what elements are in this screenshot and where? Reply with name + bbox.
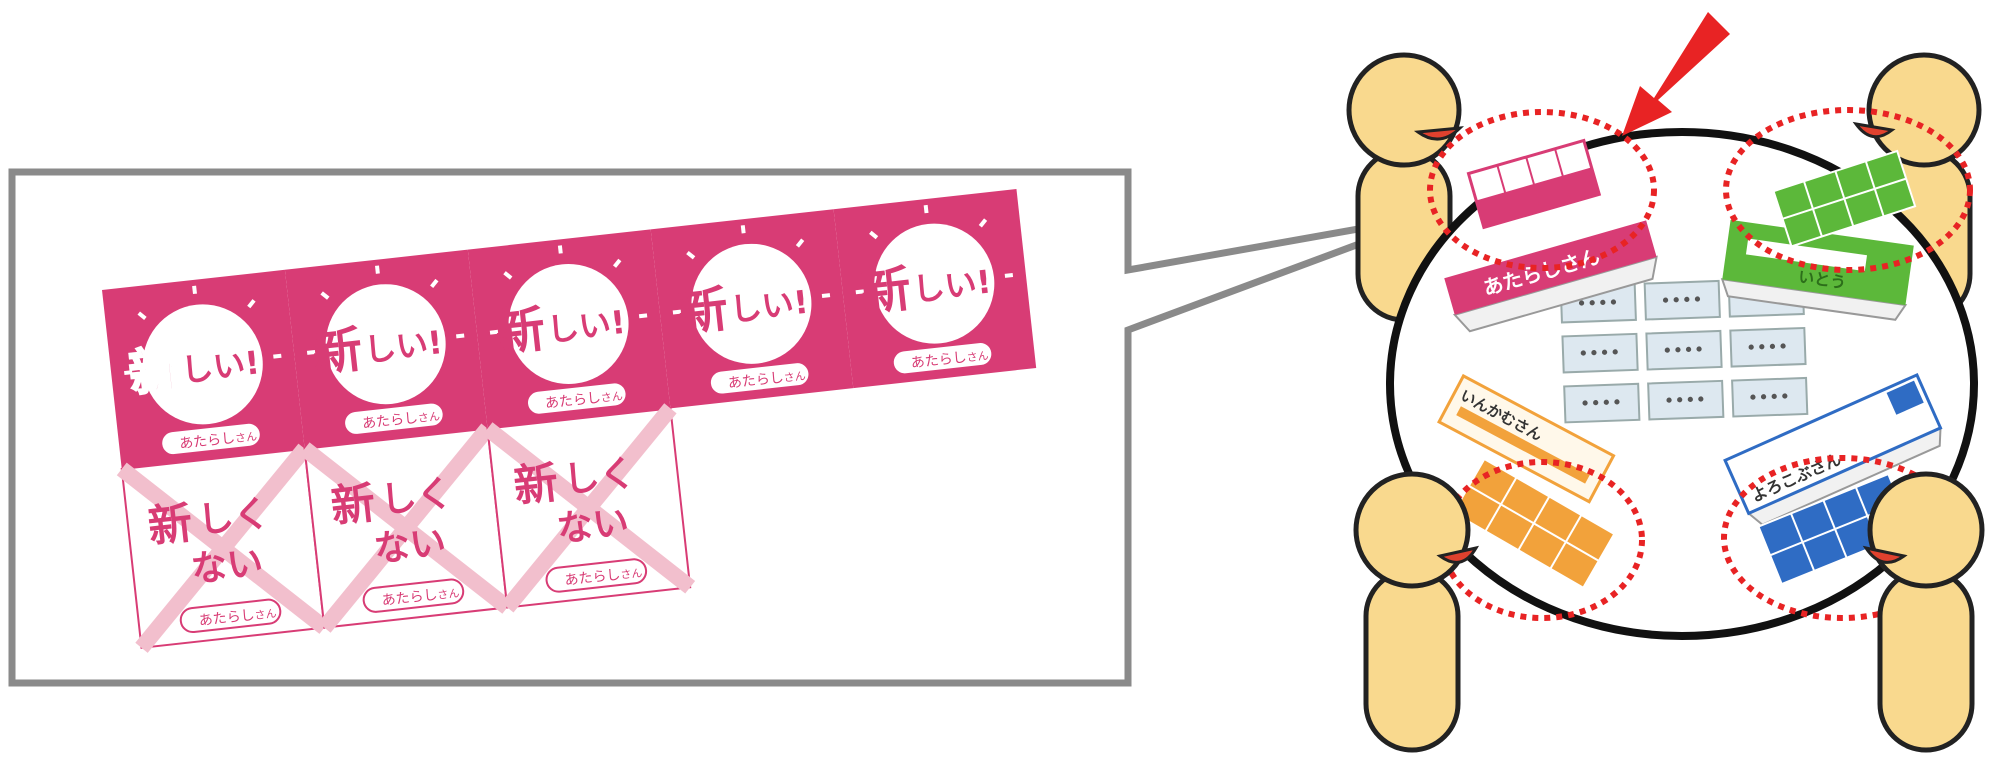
center-card [1729, 326, 1807, 368]
highlight-circle [1427, 109, 1657, 271]
new-headline-kana: しい! [179, 343, 261, 389]
center-card-text: •••• [1746, 337, 1789, 359]
old-line2: ない [555, 502, 631, 551]
new-card: 新 しい! あたらしさん [650, 209, 854, 409]
center-card [1731, 376, 1809, 418]
new-headline-kanji: 新 [126, 340, 182, 403]
green-placard: いとう [1720, 219, 1914, 321]
highlight-circle [1723, 107, 1973, 273]
old-card: 新 しく ない あたらしさん [116, 443, 330, 653]
center-card-text: •••• [1578, 342, 1621, 364]
old-line1-kana: しく [561, 453, 637, 502]
old-card-name: あたらしさん [198, 605, 277, 629]
center-card-text: •••• [1660, 290, 1703, 312]
new-card-name: あたらしさん [361, 408, 440, 432]
magenta-mini-cards [1466, 138, 1602, 230]
new-card: 新 しい! あたらしさん [102, 269, 305, 469]
new-card: 新 しい! あたらしさん [284, 249, 488, 449]
new-headline-kana: しい! [545, 303, 627, 349]
new-card: 新 しい! あたらしさん [833, 189, 1037, 389]
orange-mini-cards [1452, 457, 1616, 590]
old-card-name: あたらしさん [381, 585, 460, 609]
person-icon [1353, 471, 1480, 753]
new-headline-kanji: 新 [858, 259, 914, 322]
new-card-name: あたらしさん [179, 428, 258, 452]
center-card [1563, 382, 1641, 424]
new-headline-kanji: 新 [309, 320, 365, 383]
person-icon [1346, 52, 1465, 323]
center-card [1647, 379, 1725, 421]
new-card-name: あたらしさん [727, 367, 806, 391]
center-card-text: •••• [1663, 389, 1706, 411]
center-card-text: •••• [1747, 387, 1790, 409]
new-headline-kana: しい! [362, 323, 444, 369]
center-card [1645, 329, 1723, 371]
red-arrow-icon [1622, 12, 1730, 136]
center-card-text: •••• [1579, 392, 1622, 414]
new-headline-kanji: 新 [675, 280, 731, 343]
old-line2: ない [189, 542, 265, 591]
person-icon [1862, 471, 1985, 753]
new-headline-kana: しい! [728, 283, 810, 329]
old-line1-kanji: 新 [328, 477, 377, 533]
center-card [1561, 332, 1639, 374]
blue-placard: よろこぶさん [1723, 372, 1943, 526]
new-card-name: あたらしさん [544, 388, 623, 412]
center-card-text: •••• [1662, 340, 1705, 362]
new-headline-kana: しい! [911, 263, 993, 309]
old-line1-kanji: 新 [511, 457, 560, 513]
new-card: 新 しい! あたらしさん [467, 229, 671, 429]
card-strip: 新 しい! あたらしさん 新 しい! あたらしさん [102, 189, 1037, 653]
old-line1-kana: しく [379, 473, 455, 522]
new-card-name: あたらしさん [910, 347, 989, 371]
old-line1-kana: しく [196, 493, 272, 542]
new-headline-kanji: 新 [492, 300, 548, 363]
old-line2: ない [372, 522, 448, 571]
old-line1-kanji: 新 [146, 498, 195, 554]
green-mini-cards [1772, 149, 1917, 248]
old-card: 新 しく ない あたらしさん [482, 403, 696, 613]
old-card: 新 しく ない あたらしさん [299, 423, 513, 633]
old-card-name: あたらしさん [564, 564, 643, 588]
center-card [1643, 279, 1721, 321]
